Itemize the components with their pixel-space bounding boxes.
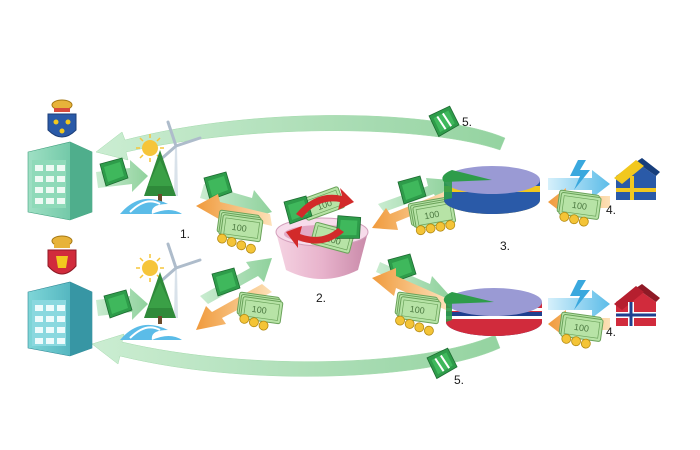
step-label-5-bottom: 5. [454, 373, 465, 387]
tree-icon [144, 150, 176, 202]
svg-text:100: 100 [251, 304, 267, 316]
tree-icon [144, 272, 176, 324]
step-label-1: 1. [180, 227, 191, 241]
certificate-icon [427, 104, 461, 139]
wind-turbine-icon [158, 242, 202, 318]
utility-pie-sweden [442, 166, 540, 214]
market-bowl: 100 100 [275, 185, 369, 279]
step-label-4-top: 4. [606, 203, 617, 217]
step-label-2: 2. [316, 291, 327, 305]
house-sweden-icon [614, 158, 660, 200]
step-label-3: 3. [500, 239, 511, 253]
step-label-4-bottom: 4. [606, 325, 617, 339]
banknote-stack: 100 [394, 291, 442, 337]
svg-text:100: 100 [571, 200, 587, 212]
water-wave-icon [120, 324, 182, 340]
svg-text:100: 100 [424, 209, 441, 221]
sweden-coat-of-arms-icon [47, 99, 77, 138]
step-label-5-top: 5. [462, 115, 473, 129]
bottom-return-arrow [91, 333, 501, 377]
banknote-stack: 100 [236, 291, 284, 332]
top-return-arrow [95, 115, 506, 161]
blue-arrow [548, 170, 610, 198]
svg-text:100: 100 [409, 304, 425, 316]
house-norway-icon [614, 284, 660, 326]
government-building-sweden [27, 141, 93, 221]
water-wave-icon [120, 198, 182, 214]
svg-text:100: 100 [573, 322, 589, 334]
blue-arrow [548, 290, 610, 318]
certificate-icon [425, 346, 459, 381]
banknote-stack: 100 [556, 189, 602, 228]
utility-pie-norway [443, 288, 542, 336]
lightning-icon [570, 280, 590, 310]
government-building-norway [27, 281, 93, 357]
banknote-stack: 100 [216, 209, 264, 255]
banknote-stack: 100 [407, 196, 457, 236]
lightning-icon [570, 160, 590, 190]
wind-turbine-icon [158, 120, 202, 196]
banknote-stack: 100 [558, 311, 604, 350]
svg-text:100: 100 [231, 222, 247, 234]
norway-coat-of-arms-icon [47, 235, 77, 275]
sun-icon [136, 134, 164, 162]
